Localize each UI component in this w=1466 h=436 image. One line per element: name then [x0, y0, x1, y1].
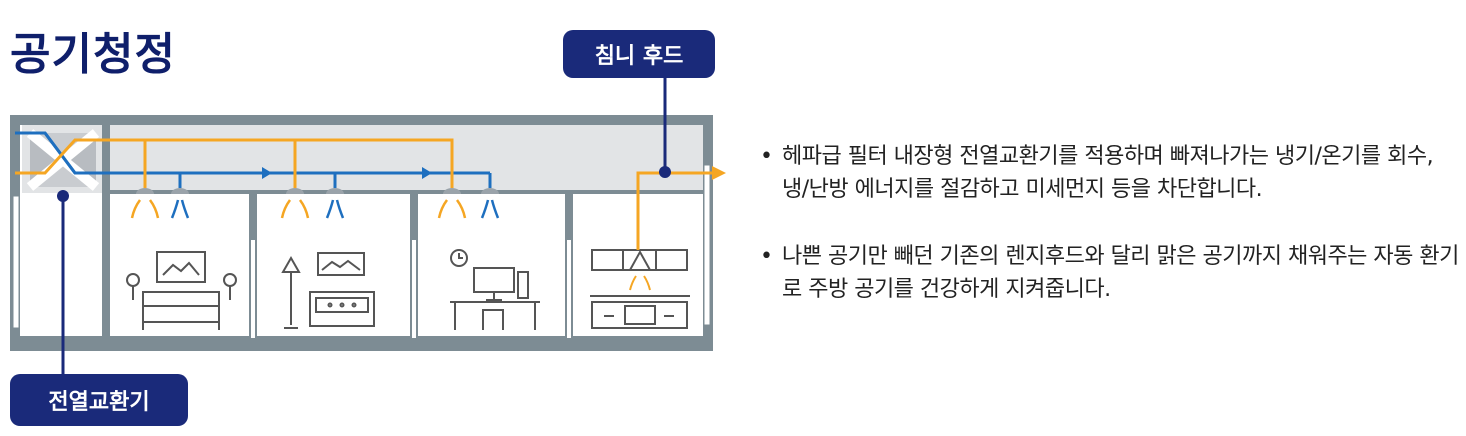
feature-item: • 나쁜 공기만 빼던 기존의 렌지후드와 달리 맑은 공기까지 채워주는 자동 …: [760, 240, 1460, 306]
ceiling-plenum: [108, 125, 703, 193]
door-2: [412, 240, 416, 338]
diffusers: [136, 188, 499, 194]
bed-icon: [126, 251, 237, 330]
hood-airflow-icon: [629, 275, 651, 291]
desk-icon: [450, 249, 540, 330]
erv-label: 전열교환기: [10, 374, 188, 426]
feature-item: • 헤파급 필터 내장형 전열교환기를 적용하며 빠져나가는 냉기/온기를 회수,…: [760, 140, 1460, 206]
bullet-dot: •: [760, 144, 773, 169]
chimney-hood-label: 침니 후드: [563, 30, 715, 78]
bullet-dot: •: [760, 244, 773, 269]
sofa-icon: [281, 252, 375, 329]
ceiling-line: [108, 190, 703, 194]
hood-callout-dot: [659, 166, 671, 178]
outflow-arrow: [712, 166, 726, 180]
door-3: [567, 240, 571, 338]
feature-text: 헤파급 필터 내장형 전열교환기를 적용하며 빠져나가는 냉기/온기를 회수, …: [782, 144, 1434, 202]
erv-callout-dot: [57, 190, 69, 202]
feature-text: 나쁜 공기만 빼던 기존의 렌지후드와 달리 맑은 공기까지 채워주는 자동 환…: [782, 244, 1459, 302]
door-1: [251, 240, 255, 338]
floor-slab: [15, 336, 708, 350]
supply-duct: [15, 138, 454, 188]
window-right: [703, 164, 711, 326]
window-left: [12, 195, 20, 329]
exhaust-duct: [15, 131, 492, 188]
exhaust-airflow-icons: [170, 199, 500, 219]
supply-airflow-icons: [130, 199, 467, 219]
wall-left: [102, 120, 110, 342]
page-title: 공기청정: [10, 29, 176, 80]
hood-supply-duct: [636, 171, 712, 250]
feature-list: • 헤파급 필터 내장형 전열교환기를 적용하며 빠져나가는 냉기/온기를 회수,…: [760, 140, 1460, 340]
exhaust-arrows: [262, 167, 432, 179]
